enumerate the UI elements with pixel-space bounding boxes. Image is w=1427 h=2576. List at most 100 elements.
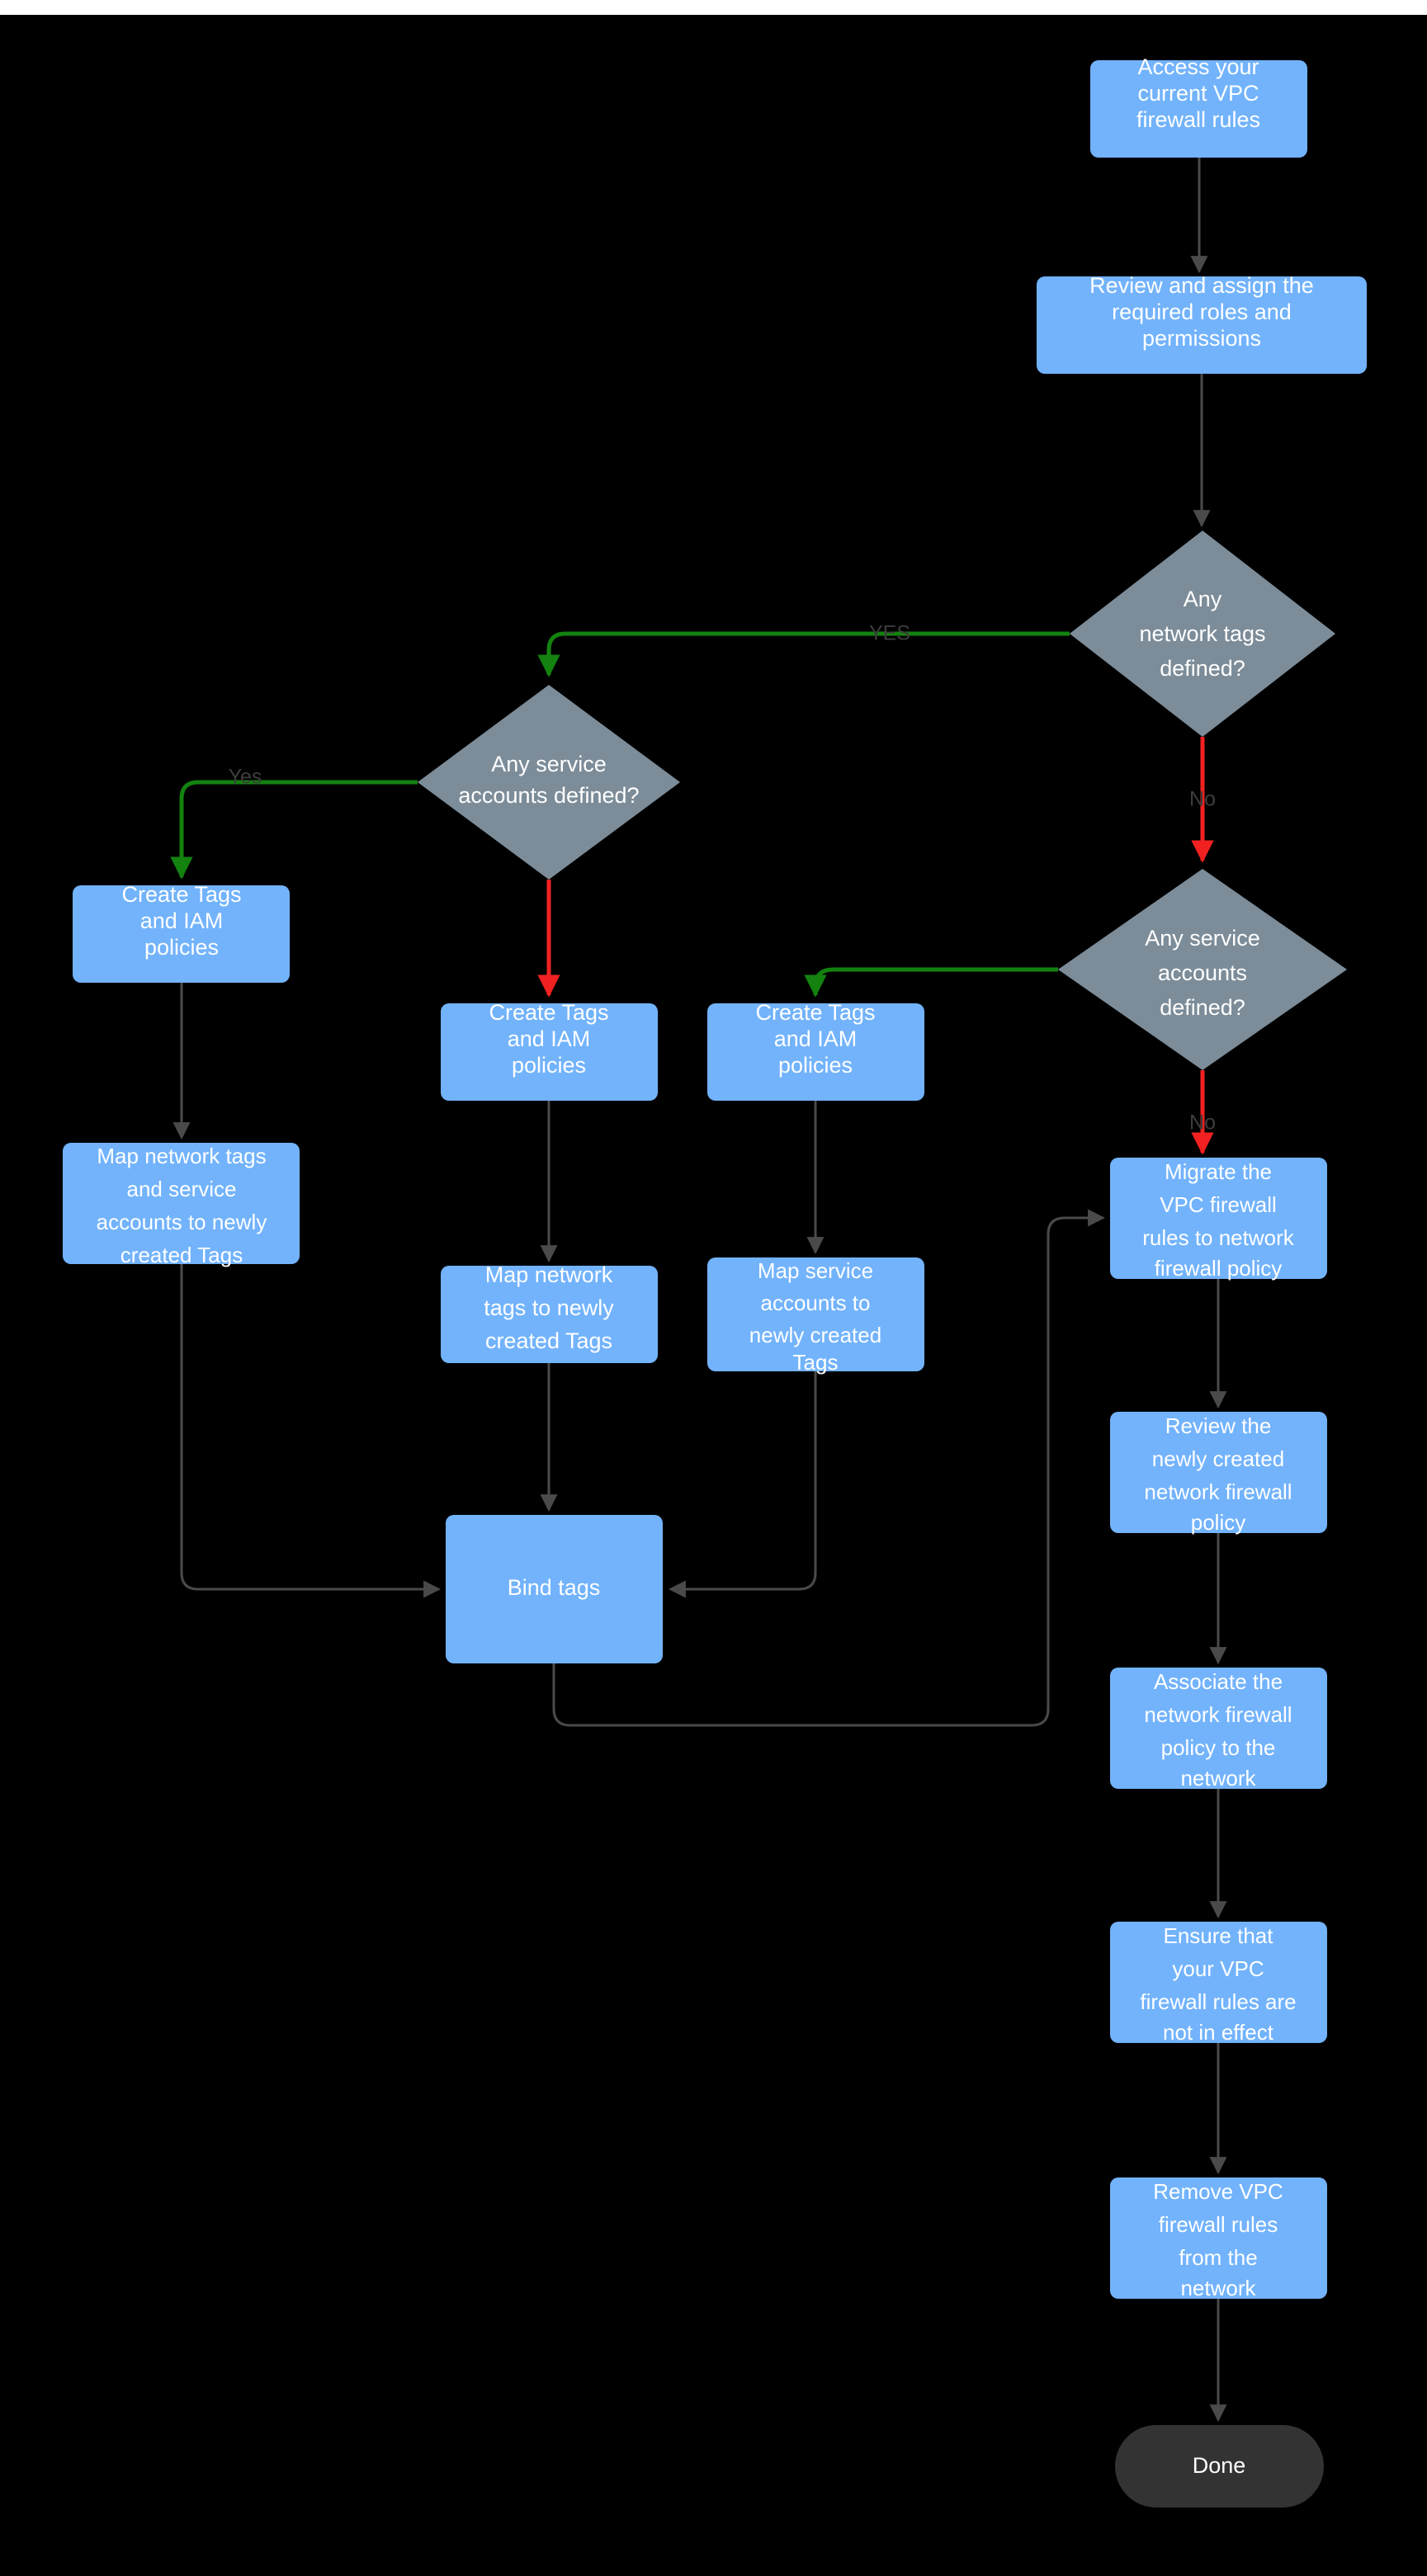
node-shape[interactable]: [1110, 1412, 1327, 1533]
node-migrate-rules[interactable]: Migrate the VPC firewall rules to networ…: [1110, 1158, 1327, 1281]
node-label-line: from the: [1179, 2245, 1257, 2270]
node-ensure-not-in-effect[interactable]: Ensure that your VPC firewall rules are …: [1110, 1922, 1327, 2045]
node-shape[interactable]: [1110, 2177, 1327, 2299]
edge-label-sa-left-yes: Yes: [229, 766, 262, 789]
node-label-line: Map network: [485, 1262, 613, 1287]
node-label-line: defined?: [1160, 995, 1245, 1020]
node-shape[interactable]: [1110, 1922, 1327, 2043]
node-label-line: and IAM: [140, 908, 224, 933]
edge-label-network-tags-no: No: [1189, 788, 1216, 811]
node-label-line: Review and assign the: [1089, 273, 1314, 298]
node-label-line: firewall rules: [1159, 2212, 1278, 2237]
node-label-line: Migrate the: [1165, 1159, 1272, 1184]
node-label-line: Ensure that: [1164, 1923, 1274, 1948]
node-label-line: rules to network: [1142, 1225, 1295, 1250]
node-shape[interactable]: [73, 885, 290, 983]
node-create-tags-iam-right[interactable]: Create Tags and IAM policies: [707, 1000, 924, 1101]
node-label-line: policies: [512, 1053, 586, 1078]
node-label-line: accounts to newly: [97, 1210, 267, 1234]
node-shape[interactable]: [1110, 1158, 1327, 1279]
edges-layer: [170, 158, 1227, 2423]
node-label-line: Any: [1184, 587, 1222, 611]
node-label-line: policy: [1191, 1510, 1245, 1535]
node-shape[interactable]: [441, 1266, 658, 1363]
edge-bind-to-migrate: [552, 1209, 1106, 1727]
node-label-line: network: [1180, 2276, 1256, 2300]
node-label-line: created Tags: [120, 1243, 243, 1267]
node-shape[interactable]: [707, 1257, 924, 1371]
node-label-line: created Tags: [485, 1328, 612, 1353]
node-shape[interactable]: [1070, 531, 1335, 737]
node-label-line: network firewall: [1144, 1479, 1292, 1504]
node-label-line: accounts defined?: [458, 783, 639, 808]
node-label-line: current VPC: [1137, 81, 1259, 106]
node-shape[interactable]: [1115, 2425, 1324, 2508]
node-shape[interactable]: [1110, 1668, 1327, 1789]
node-label-line: and service: [127, 1177, 237, 1201]
edge-sa-left-yes: [170, 780, 418, 880]
node-label-line: and IAM: [508, 1026, 591, 1051]
node-label-line: network tags: [1139, 621, 1265, 646]
node-shape[interactable]: [1058, 869, 1347, 1070]
nodes-layer: Access your current VPC firewall rules R…: [63, 54, 1367, 2508]
node-label-line: newly created: [749, 1323, 881, 1347]
node-create-tags-iam-left[interactable]: Create Tags and IAM policies: [73, 882, 290, 983]
node-review-roles[interactable]: Review and assign the required roles and…: [1037, 273, 1367, 374]
node-label-line: firewall policy: [1155, 1256, 1283, 1281]
node-label-line: Access your: [1137, 54, 1259, 79]
node-label-line: Bind tags: [508, 1575, 601, 1600]
node-label-line: VPC firewall: [1160, 1192, 1277, 1217]
edge-labels-layer: YES No Yes No: [229, 622, 1216, 1135]
node-label-line: your VPC: [1172, 1956, 1264, 1981]
node-label-line: accounts to: [761, 1290, 871, 1315]
node-label-line: newly created: [1152, 1446, 1284, 1471]
node-label-line: Create Tags: [755, 1000, 875, 1025]
node-done[interactable]: Done: [1115, 2425, 1324, 2508]
edge-label-sa-right-no: No: [1189, 1111, 1216, 1135]
node-label-line: Review the: [1165, 1413, 1272, 1438]
node-shape[interactable]: [418, 685, 680, 880]
node-label-line: policies: [778, 1053, 853, 1078]
node-label-line: defined?: [1160, 656, 1245, 681]
node-label-line: firewall rules are: [1140, 1989, 1296, 2014]
node-map-network-tags[interactable]: Map network tags to newly created Tags: [441, 1262, 658, 1363]
node-label-line: Map service: [758, 1258, 873, 1283]
node-access-vpc-rules[interactable]: Access your current VPC firewall rules: [1090, 54, 1307, 158]
node-create-tags-iam-middle[interactable]: Create Tags and IAM policies: [441, 1000, 658, 1101]
node-label-line: Tags: [793, 1350, 839, 1375]
node-shape[interactable]: [446, 1515, 663, 1663]
node-label-line: network: [1180, 1766, 1256, 1790]
node-associate-policy[interactable]: Associate the network firewall policy to…: [1110, 1668, 1327, 1790]
node-label-line: Create Tags: [121, 882, 241, 907]
diagram-board: YES No Yes No Access your current VPC fi…: [0, 15, 1427, 2576]
node-shape[interactable]: [441, 1003, 658, 1101]
node-label-line: policies: [144, 935, 219, 960]
node-label-line: Associate the: [1154, 1669, 1283, 1694]
node-review-policy[interactable]: Review the newly created network firewal…: [1110, 1412, 1327, 1535]
node-label-line: network firewall: [1144, 1702, 1292, 1727]
node-any-service-accounts-left[interactable]: Any service accounts defined?: [418, 685, 680, 880]
node-label-line: not in effect: [1163, 2020, 1274, 2045]
node-shape[interactable]: [1090, 60, 1307, 158]
flowchart-svg: YES No Yes No Access your current VPC fi…: [63, 54, 1367, 2508]
node-label-line: required roles and: [1112, 300, 1292, 324]
node-map-service-accounts[interactable]: Map service accounts to newly created Ta…: [707, 1257, 924, 1375]
node-label-line: Any service: [1145, 926, 1260, 951]
node-label-line: Map network tags: [97, 1144, 266, 1168]
node-shape[interactable]: [63, 1143, 300, 1264]
node-label-line: accounts: [1158, 960, 1247, 985]
node-shape[interactable]: [707, 1003, 924, 1101]
edge-map-left-to-bind: [180, 1264, 442, 1598]
node-remove-vpc-rules[interactable]: Remove VPC firewall rules from the netwo…: [1110, 2177, 1327, 2300]
node-label-line: Create Tags: [489, 1000, 608, 1025]
node-label-line: Remove VPC: [1153, 2179, 1283, 2204]
node-bind-tags[interactable]: Bind tags: [446, 1515, 663, 1663]
edge-label-network-tags-yes: YES: [869, 622, 910, 645]
node-label-line: firewall rules: [1136, 107, 1260, 132]
node-any-network-tags[interactable]: Any network tags defined?: [1070, 531, 1335, 737]
node-any-service-accounts-right[interactable]: Any service accounts defined?: [1058, 869, 1347, 1070]
node-shape[interactable]: [1037, 276, 1367, 374]
node-map-tags-and-service-accounts[interactable]: Map network tags and service accounts to…: [63, 1143, 300, 1267]
node-label-line: Done: [1193, 2453, 1246, 2478]
